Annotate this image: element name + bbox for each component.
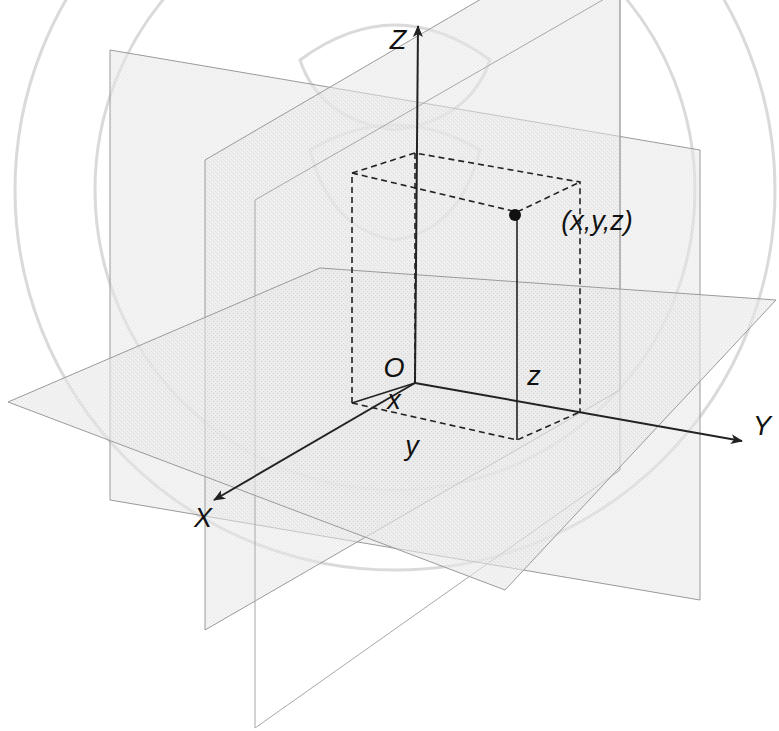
coordinate-label: x: [387, 387, 401, 414]
axes: [214, 26, 742, 500]
coordinate-label: y: [405, 433, 419, 460]
x-segment: [352, 383, 415, 403]
point-label: (x,y,z): [561, 208, 632, 235]
coordinate-box: [352, 153, 580, 440]
coordinate-label: z: [527, 363, 541, 390]
xy-plane: [8, 268, 776, 590]
height-line: [516, 215, 518, 440]
axis-label: Z: [390, 27, 407, 54]
point-dot: [509, 209, 521, 221]
origin-label: O: [383, 355, 404, 382]
axis-label: Y: [753, 413, 771, 440]
axis-label: X: [194, 505, 212, 532]
